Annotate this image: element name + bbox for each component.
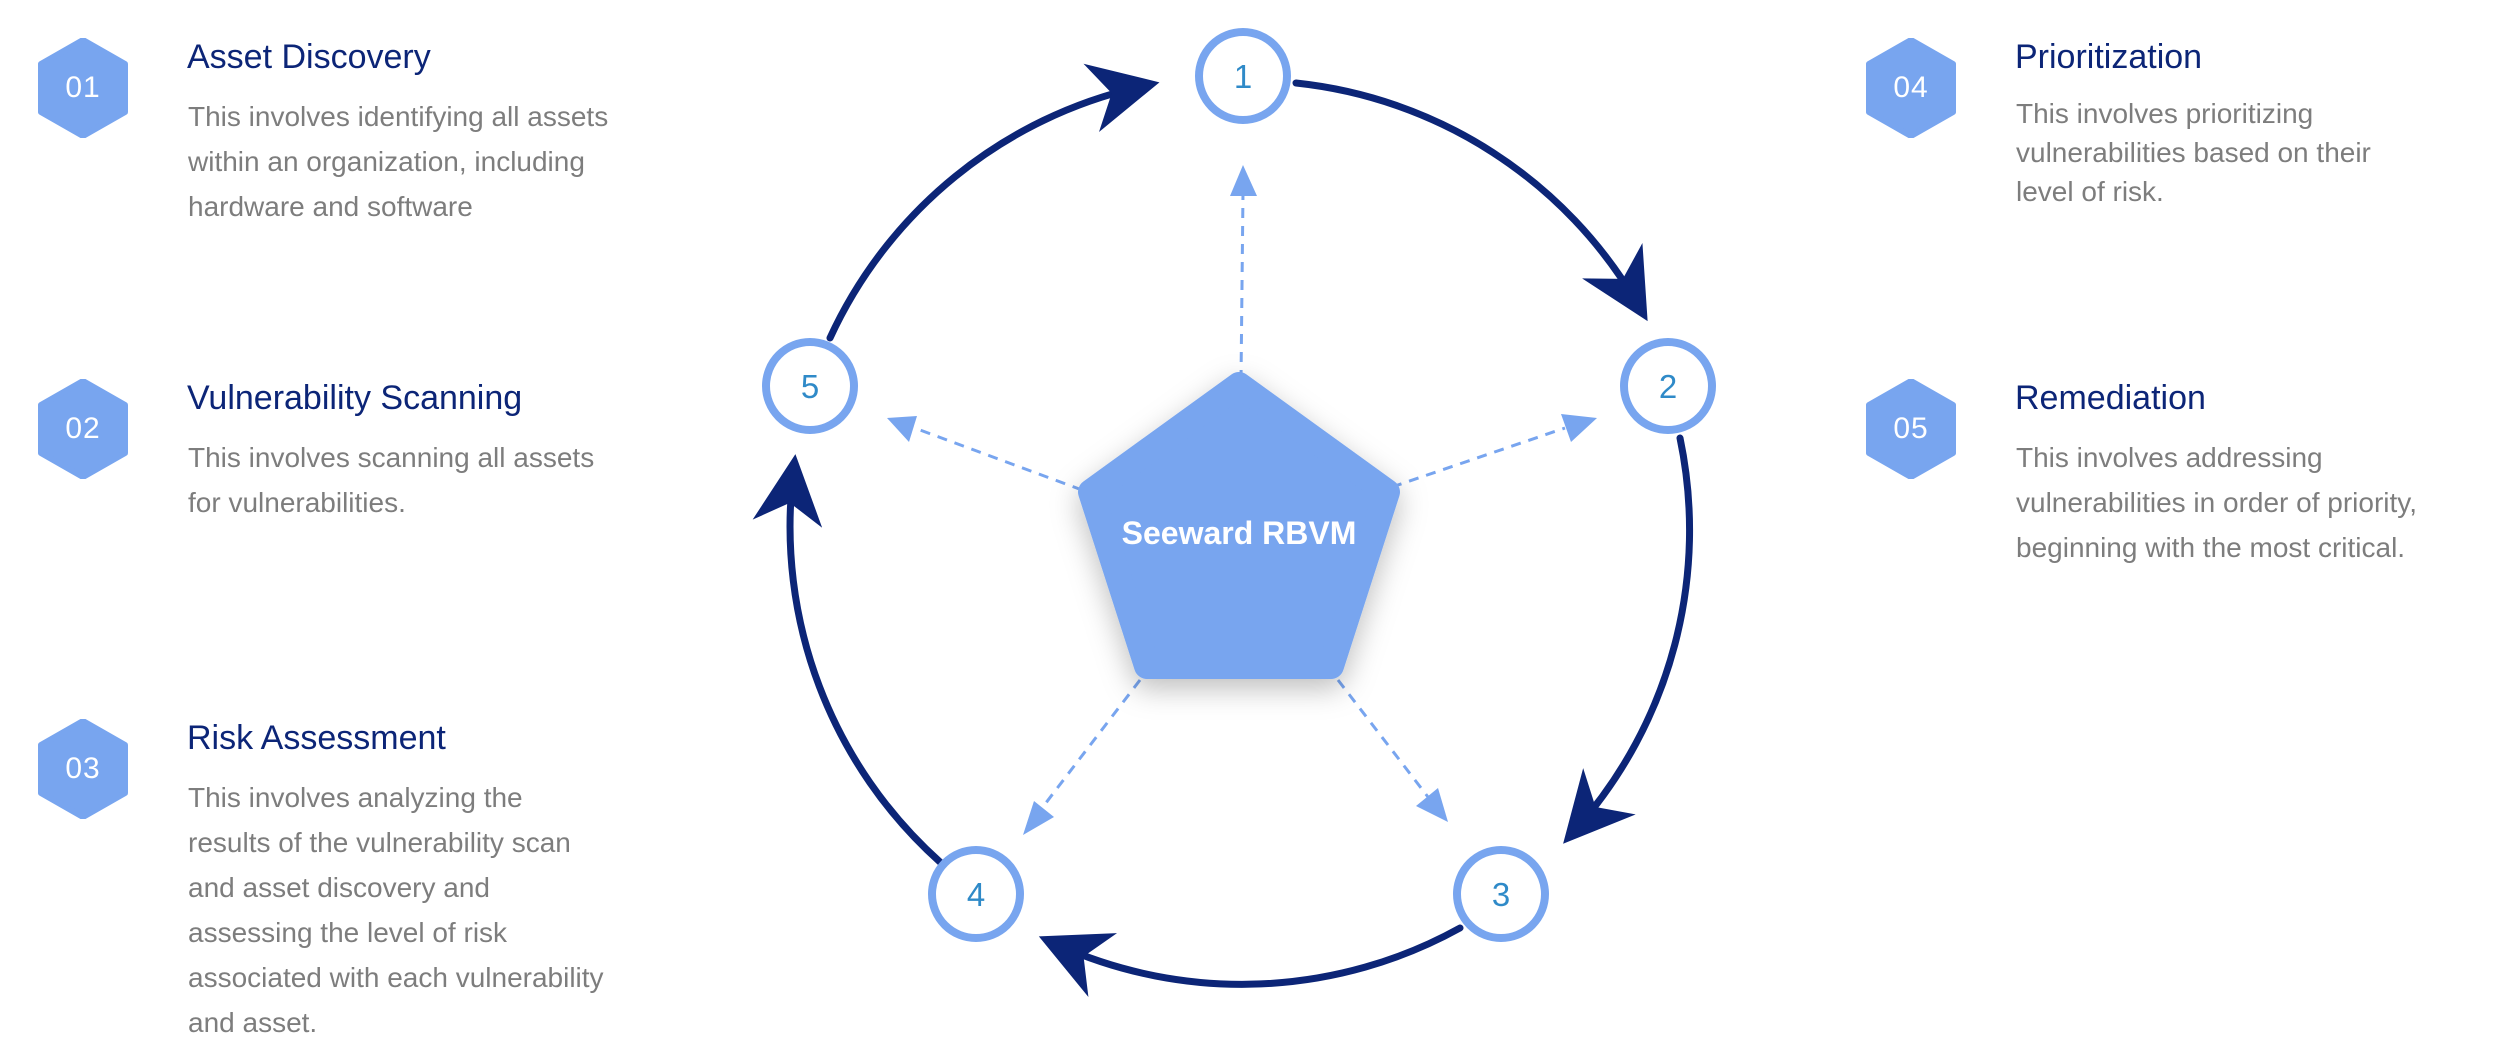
node-number: 1	[1234, 58, 1252, 95]
badge-number: 01	[65, 71, 101, 104]
spoke-arrow-4	[1023, 679, 1142, 835]
step-title: Vulnerability Scanning	[187, 379, 523, 417]
spoke-arrow-1	[1230, 165, 1257, 381]
step-description: This involves scanning all assets for vu…	[188, 442, 595, 518]
hexagon-badge-01: 01	[37, 38, 129, 138]
cycle-arrow-3-to-4	[1038, 924, 1464, 997]
cycle-arrow-2-to-3	[1563, 434, 1694, 844]
cycle-node-4: 4	[928, 846, 1024, 942]
cycle-node-2: 2	[1620, 338, 1716, 434]
center-pentagon	[1078, 372, 1400, 679]
spoke-arrow-2	[1391, 414, 1597, 489]
badge-number: 04	[1893, 71, 1929, 104]
badge-number: 05	[1893, 412, 1929, 445]
badge-number: 03	[65, 752, 101, 785]
cycle-node-3: 3	[1453, 846, 1549, 942]
hexagon-badge-02: 02	[37, 379, 129, 479]
step-title: Risk Assessment	[187, 719, 446, 757]
hexagon-badge-04: 04	[1865, 38, 1957, 138]
spoke-arrow-5	[887, 416, 1083, 492]
step-description: This involves addressing vulnerabilities…	[2016, 442, 2417, 563]
hexagon-icon	[38, 719, 128, 819]
step-title: Remediation	[2015, 379, 2206, 417]
cycle-node-1: 1	[1195, 28, 1291, 124]
hexagon-icon	[38, 379, 128, 479]
hexagon-icon	[1866, 379, 1956, 479]
node-number: 3	[1492, 876, 1510, 913]
node-number: 5	[801, 368, 819, 405]
hexagon-icon	[1866, 38, 1956, 138]
step-title: Asset Discovery	[187, 38, 431, 76]
cycle-node-5: 5	[762, 338, 858, 434]
cycle-arrow-5-to-1	[826, 63, 1160, 342]
center-label: Seeward RBVM	[1122, 515, 1357, 551]
node-number: 2	[1659, 368, 1677, 405]
badge-number: 02	[65, 412, 101, 445]
cycle-arrow-1-to-2	[1292, 79, 1648, 322]
step-title: Prioritization	[2015, 38, 2203, 76]
hexagon-badge-03: 03	[37, 719, 129, 819]
node-number: 4	[967, 876, 985, 913]
hexagon-badge-05: 05	[1865, 379, 1957, 479]
hexagon-icon	[38, 38, 128, 138]
step-description: This involves analyzing the results of t…	[188, 782, 604, 1038]
cycle-arrow-4-to-5	[752, 454, 944, 866]
spoke-arrow-3	[1336, 679, 1448, 822]
step-description: This involves identifying all assets wit…	[188, 101, 609, 222]
step-description: This involves prioritizing vulnerabiliti…	[2016, 98, 2371, 207]
